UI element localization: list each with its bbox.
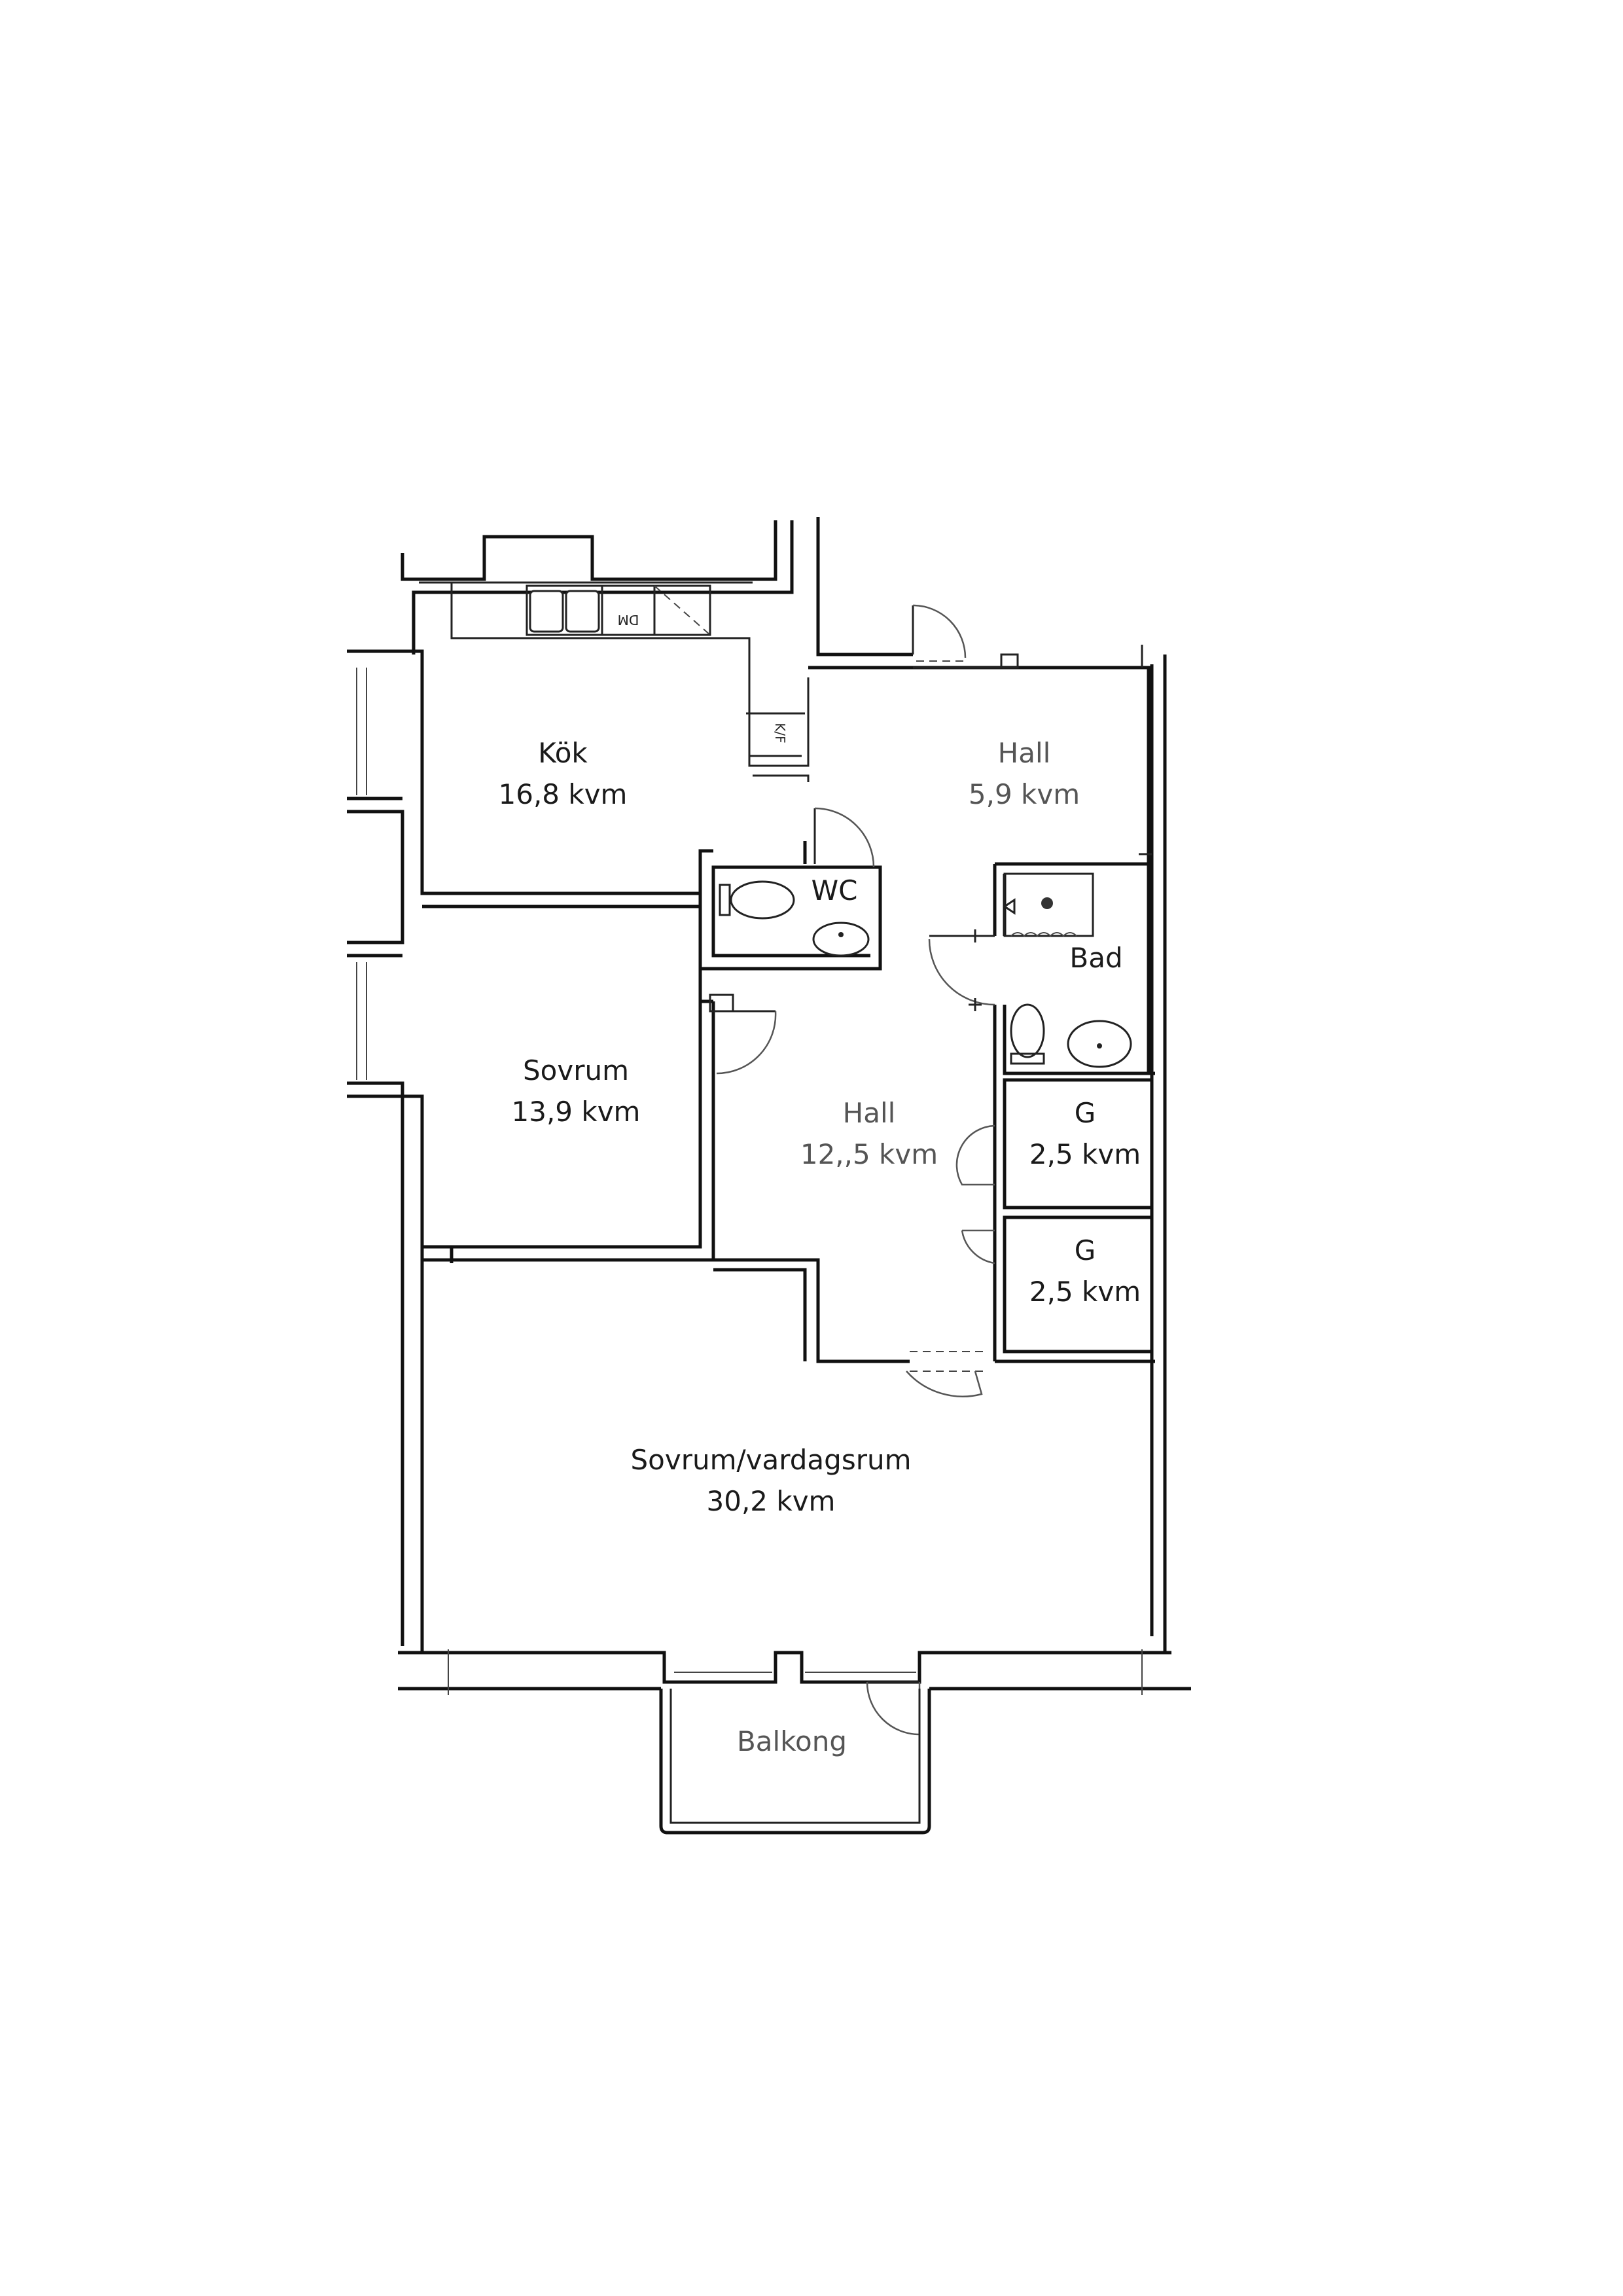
hall-top-name: Hall: [998, 737, 1051, 769]
hall-top-area: 5,9 kvm: [969, 778, 1080, 810]
kitchen-fixtures: DM K/F: [450, 583, 810, 782]
outer-walls: [347, 517, 1191, 1695]
interior-walls: [422, 645, 1155, 1363]
wc-sink: [812, 922, 870, 957]
sink-right: [565, 590, 600, 633]
g1-area: 2,5 kvm: [1029, 1138, 1141, 1170]
g2-name: G: [1075, 1234, 1096, 1266]
hall-mid-name: Hall: [843, 1097, 896, 1129]
dishwasher-label: DM: [618, 612, 639, 628]
wc-toilet: [730, 880, 795, 920]
shower-drain-icon: [1041, 897, 1053, 909]
sink-left: [529, 590, 564, 633]
fridge-label: K/F: [772, 723, 788, 743]
sovrum-vardagsrum-name: Sovrum/vardagsrum: [630, 1444, 911, 1476]
balcony: [659, 1689, 931, 1835]
wc-name: WC: [812, 874, 858, 906]
balkong-name: Balkong: [737, 1725, 847, 1757]
sovrum-name: Sovrum: [523, 1054, 629, 1086]
hall-mid-area: 12,,5 kvm: [800, 1138, 938, 1170]
bathroom-fixtures: [719, 872, 1132, 1068]
g1-name: G: [1075, 1097, 1096, 1129]
doors: [709, 604, 1019, 1736]
sovrum-area: 13,9 kvm: [512, 1096, 641, 1128]
kok-name: Kök: [538, 737, 588, 769]
bad-name: Bad: [1069, 942, 1122, 974]
sovrum-vardagsrum-area: 30,2 kvm: [707, 1485, 836, 1517]
kok-area: 16,8 kvm: [499, 778, 628, 810]
room-labels: Kök 16,8 kvm Hall 5,9 kvm WC Bad Sovrum …: [499, 737, 1141, 1757]
bad-toilet: [1010, 1003, 1045, 1058]
g2-area: 2,5 kvm: [1029, 1276, 1141, 1308]
